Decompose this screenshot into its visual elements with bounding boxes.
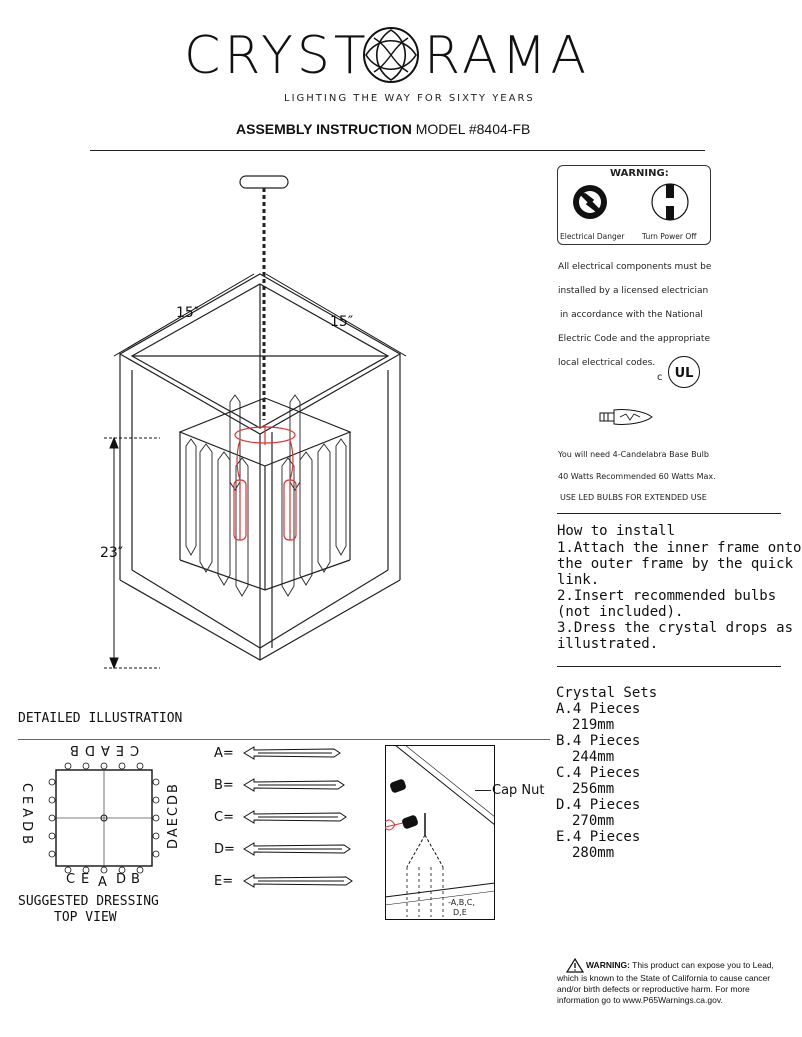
title-bold: ASSEMBLY INSTRUCTION [236,121,412,137]
crystal-set-c-size: 256mm [572,781,615,797]
right-divider-1 [557,513,781,514]
crystal-label-c: C= [214,810,234,825]
install-step-line-1: 1.Attach the inner frame onto [557,540,802,556]
crystal-set-b-label: B.4 Pieces [556,733,641,749]
top-view-bottom-letter-e: E [81,872,90,887]
dimension-height: 23″ [100,545,124,561]
right-divider-2 [557,666,781,667]
cap-nut-label: Cap Nut [492,783,545,798]
cap-nut-leader [475,790,491,791]
install-step-line-4: 2.Insert recommended bulbs [557,588,777,604]
warning-box: WARNING: Electrical Danger Turn Power Of… [557,165,711,245]
prop65-line-3: and/or birth defects or reproductive har… [557,984,750,994]
top-view-bottom-letter-d: D [116,872,127,887]
fixture-drawing [104,175,407,670]
detailed-illustration-heading: DETAILED ILLUSTRATION [18,711,183,726]
crystal-set-a-label: A.4 Pieces [556,701,641,717]
crystal-set-b-size: 244mm [572,749,615,765]
electrical-danger-caption: Electrical Danger [560,232,625,241]
top-view-right-letters: DAECDB [165,782,181,849]
turn-power-off-caption: Turn Power Off [642,232,697,241]
top-view-caption: TOP VIEW [54,910,117,925]
electrical-note-4: Electric Code and the appropriate [558,334,710,344]
dimension-width-left: 15″ [176,305,200,321]
prop65-line-1: WARNING: This product can expose you to … [586,960,774,971]
install-step-line-5: (not included). [557,604,684,620]
turn-power-off-icon [651,183,689,221]
candelabra-bulb-icon [599,409,653,425]
crystal-label-b: B= [214,778,234,793]
install-step-line-2: the outer frame by the quick [557,556,794,572]
crystal-set-d-label: D.4 Pieces [556,797,641,813]
install-step-line-7: illustrated. [557,636,659,652]
crystal-set-e-size: 280mm [572,845,615,861]
crystal-label-e: E= [214,874,234,889]
prop65-line-4: information go to www.P65Warnings.ca.gov… [557,995,723,1005]
crystal-set-a-size: 219mm [572,717,615,733]
logo-right-text: RAMA [424,26,591,86]
top-view-bottom-letter-c: C [66,872,76,887]
warning-triangle-icon [566,958,584,973]
electrical-danger-icon [573,185,607,219]
prop65-line-2: which is known to the State of Californi… [557,973,771,983]
install-step-line-3: link. [557,572,600,588]
ul-mark-icon: UL [668,356,700,388]
install-step-line-6: 3.Dress the crystal drops as [557,620,794,636]
logo-emblem-icon [363,27,419,83]
ul-c-mark: c [657,372,663,383]
electrical-note-2: installed by a licensed electrician [558,286,709,296]
crystal-set-c-label: C.4 Pieces [556,765,641,781]
dimension-width-right: 15″ [330,314,354,330]
electrical-note-5: local electrical codes. [558,358,656,368]
crystal-sets-heading: Crystal Sets [556,685,658,701]
prop65-warning-bold: WARNING: [586,960,630,970]
tagline: LIGHTING THE WAY FOR SIXTY YEARS [284,93,535,104]
warning-heading: WARNING: [610,168,669,179]
ul-mark-text: UL [674,366,694,381]
install-heading: How to install [557,523,676,539]
logo-left-text: CRYST [184,26,370,86]
hook-label-line-2: D,E [453,908,467,917]
header-divider [90,150,705,151]
top-view-left-letters: CEADB [19,782,35,849]
hook-label-line-1: -A,B,C, [448,898,475,907]
crystal-set-d-size: 270mm [572,813,615,829]
top-view-bottom-letter-b: B [131,872,140,887]
title-model: MODEL #8404-FB [415,121,531,137]
top-view-diagram [48,762,160,874]
crystal-profiles [243,746,353,888]
crystal-label-a: A= [214,746,234,761]
bulb-note-1: You will need 4-Candelabra Base Bulb [558,450,709,459]
top-view-top-letters: CEADB [64,742,140,757]
bulb-note-3: USE LED BULBS FOR EXTENDED USE [560,493,707,502]
prop65-text-1: This product can expose you to Lead, [632,960,774,970]
suggested-dressing-caption: SUGGESTED DRESSING [18,894,159,909]
crystal-label-d: D= [214,842,235,857]
detailed-divider [18,739,550,740]
cap-nut-detail-diagram [385,745,495,920]
page-title: ASSEMBLY INSTRUCTION MODEL #8404-FB [236,121,530,137]
crystal-set-e-label: E.4 Pieces [556,829,641,845]
electrical-note-3: in accordance with the National [560,310,703,320]
bulb-note-2: 40 Watts Recommended 60 Watts Max. [558,472,716,481]
top-view-bottom-letter-a: A [98,875,107,890]
electrical-note-1: All electrical components must be [558,262,712,272]
